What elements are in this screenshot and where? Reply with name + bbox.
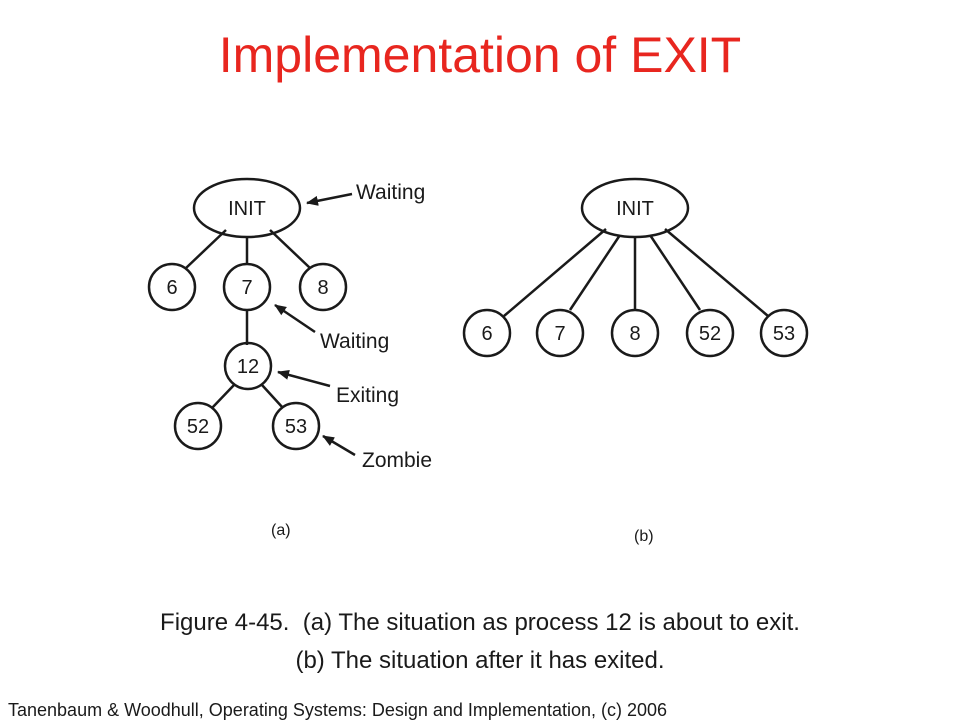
annotation-init-waiting: Waiting <box>356 181 425 204</box>
diagram-a <box>147 177 356 457</box>
arrow-exiting-12 <box>277 370 331 388</box>
node-init <box>192 177 302 239</box>
node-b-6-label: 6 <box>481 323 492 345</box>
node-b-6 <box>462 308 512 358</box>
arrow-waiting-7 <box>274 303 316 334</box>
slide-title: Implementation of EXIT <box>218 27 742 83</box>
edge-12-52 <box>211 384 235 409</box>
node-8 <box>298 262 348 312</box>
edge-init-8 <box>269 229 311 269</box>
diagram-b-sublabel: (b) <box>634 528 654 545</box>
node-b-init-label: INIT <box>616 198 654 220</box>
edge-init-6 <box>185 229 227 269</box>
arrow-waiting-init <box>306 192 353 206</box>
edge-12-53 <box>261 384 284 409</box>
node-6 <box>147 262 197 312</box>
node-53 <box>271 401 321 451</box>
node-52-label: 52 <box>187 416 209 438</box>
node-52 <box>173 401 223 451</box>
edge-b-init-6 <box>503 228 607 317</box>
figure-caption: Figure 4-45. (a) The situation as proces… <box>0 604 960 680</box>
caption-line-2: (b) The situation after it has exited. <box>295 647 665 674</box>
diagram-b <box>462 177 809 358</box>
node-6-label: 6 <box>166 277 177 299</box>
diagram-b-labels: INIT 6 7 8 52 53 <box>481 198 795 345</box>
node-8-label: 8 <box>317 277 328 299</box>
node-b-8 <box>610 308 660 358</box>
node-init-label: INIT <box>228 198 266 220</box>
node-b-52 <box>685 308 735 358</box>
node-b-8-label: 8 <box>629 323 640 345</box>
annotation-53-zombie: Zombie <box>362 449 432 472</box>
diagram-a-sublabel: (a) <box>271 522 291 539</box>
diagram-a-labels: INIT 6 7 8 12 52 53 Waiting Waiting Exit… <box>166 181 432 472</box>
annotation-7-waiting: Waiting <box>320 330 389 353</box>
node-53-label: 53 <box>285 416 307 438</box>
process-tree-diagrams: INIT 6 7 8 12 52 53 Waiting Waiting Exit… <box>147 177 809 472</box>
node-b-53 <box>759 308 809 358</box>
node-12-label: 12 <box>237 356 259 378</box>
node-b-53-label: 53 <box>773 323 795 345</box>
footer-credit: Tanenbaum & Woodhull, Operating Systems:… <box>8 700 668 720</box>
edge-b-init-7 <box>568 234 622 311</box>
caption-line-1: Figure 4-45. (a) The situation as proces… <box>160 609 800 636</box>
node-7 <box>222 262 272 312</box>
annotation-12-exiting: Exiting <box>336 384 399 407</box>
node-b-7-label: 7 <box>554 323 565 345</box>
arrow-zombie-53 <box>322 434 356 457</box>
edge-b-init-52 <box>648 234 702 311</box>
node-7-label: 7 <box>241 277 252 299</box>
node-b-init <box>580 177 690 239</box>
edge-b-init-53 <box>664 228 769 317</box>
node-b-7 <box>535 308 585 358</box>
node-12 <box>223 341 273 391</box>
node-b-52-label: 52 <box>699 323 721 345</box>
